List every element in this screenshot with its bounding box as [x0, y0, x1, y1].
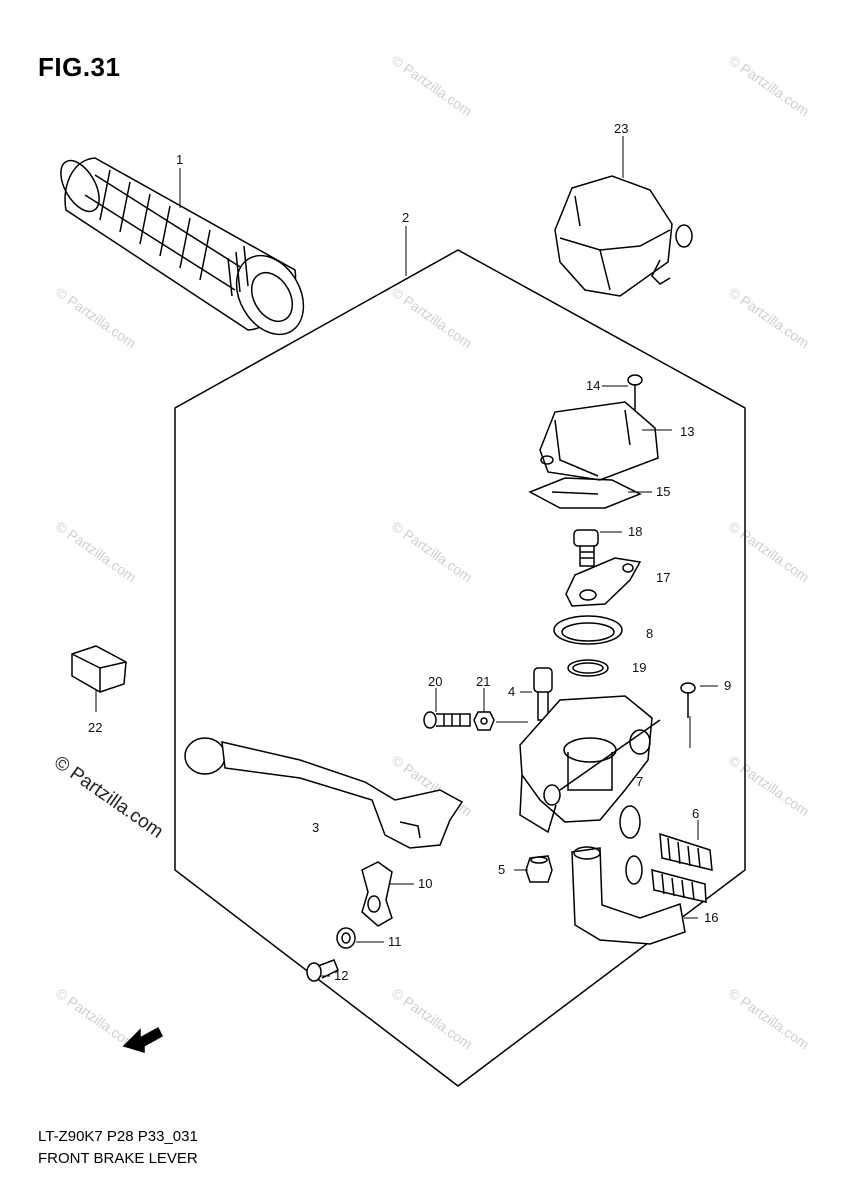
- bolt-20: [423, 711, 471, 729]
- nut-5: [525, 855, 553, 883]
- part-label-12: 12: [334, 968, 348, 983]
- part-label-20: 20: [428, 674, 442, 689]
- diaphragm-plate-part: [528, 477, 642, 509]
- part-label-21: 21: [476, 674, 490, 689]
- part-label-16: 16: [704, 910, 718, 925]
- figure-title: FIG.31: [38, 52, 121, 82]
- part-label-9: 9: [724, 678, 731, 693]
- part-label-7: 7: [636, 774, 643, 789]
- collar-part: [336, 927, 356, 949]
- bolt-18: [573, 529, 599, 567]
- front-arrow-icon: [122, 1026, 163, 1054]
- reservoir-cap-part: [539, 401, 659, 481]
- piston-set-part: [619, 805, 713, 903]
- part-label-1: 1: [176, 152, 183, 167]
- part-label-15: 15: [656, 484, 670, 499]
- nut-21: [473, 711, 495, 731]
- part-label-10: 10: [418, 876, 432, 891]
- part-label-23: 23: [614, 121, 628, 136]
- part-label-8: 8: [646, 626, 653, 641]
- lever-part: [184, 737, 464, 849]
- part-label-4: 4: [508, 684, 515, 699]
- grip-part: [60, 157, 305, 336]
- diaphragm-part: [553, 615, 623, 645]
- part-label-5: 5: [498, 862, 505, 877]
- part-label-11: 11: [388, 934, 402, 949]
- part-label-22: 22: [88, 720, 102, 735]
- clip-part: [361, 861, 393, 927]
- switch-cover-part: [554, 175, 693, 297]
- screw-14: [627, 374, 643, 412]
- part-label-14: 14: [586, 378, 600, 393]
- screw-9: [680, 682, 696, 718]
- holder-part: [571, 846, 686, 945]
- bracket-part: [565, 557, 642, 607]
- part-label-18: 18: [628, 524, 642, 539]
- bolt-12: [306, 959, 339, 982]
- part-label-6: 6: [692, 806, 699, 821]
- o-ring-part: [567, 659, 609, 677]
- part-label-3: 3: [312, 820, 319, 835]
- diagram-description: FRONT BRAKE LEVER: [38, 1150, 198, 1167]
- part-label-2: 2: [402, 210, 409, 225]
- master-cylinder-part: [519, 695, 661, 834]
- part-label-17: 17: [656, 570, 670, 585]
- leader-lines: [95, 136, 718, 977]
- part-label-13: 13: [680, 424, 694, 439]
- assembly-outline: [174, 249, 746, 1087]
- part-label-19: 19: [632, 660, 646, 675]
- block-part: [71, 645, 127, 693]
- model-code: LT-Z90K7 P28 P33_031: [38, 1128, 198, 1145]
